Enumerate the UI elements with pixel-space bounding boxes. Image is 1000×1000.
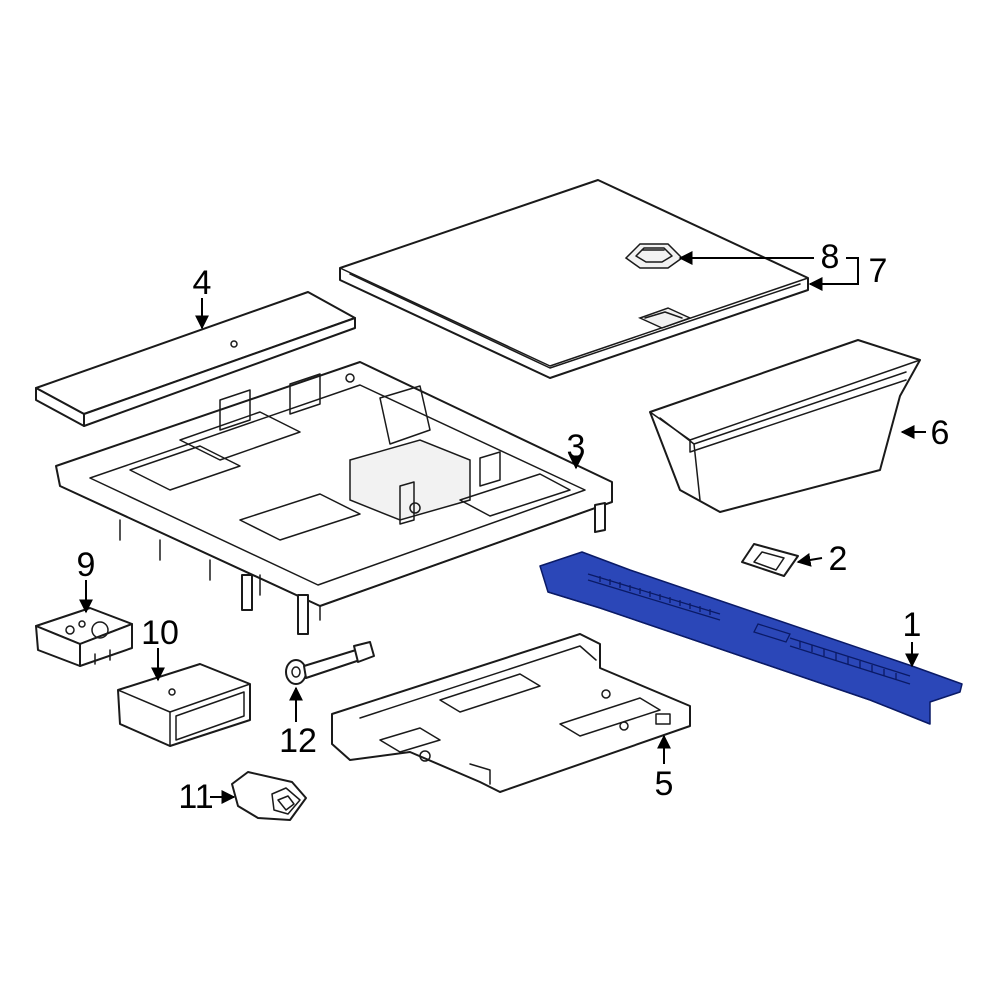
callout-1: 1 [903,606,922,644]
callout-9: 9 [77,546,96,584]
bracket-7 [846,257,859,285]
part-3-storage-tray[interactable] [55,361,613,635]
part-5-floor-bracket[interactable] [331,633,691,793]
callouts: 1 2 3 4 5 6 7 8 9 10 11 12 [77,238,950,816]
leader-lines [79,251,926,804]
callout-6: 6 [931,414,950,452]
part-1-sill-plate[interactable] [539,551,963,725]
part-6-storage-bin[interactable] [649,339,921,513]
callout-12: 12 [279,722,317,760]
callout-5: 5 [655,765,674,803]
callout-7: 7 [869,252,888,290]
leader-2 [796,553,823,567]
part-2-clip[interactable] [741,543,799,577]
part-10-canister[interactable] [117,663,251,747]
callout-4: 4 [193,264,212,302]
part-4-cover-strip[interactable] [35,291,356,427]
part-11-fitting[interactable] [231,771,307,821]
part-7-load-floor-panel[interactable] [339,179,809,379]
callout-10: 10 [141,614,179,652]
part-12-bolt[interactable] [285,641,375,685]
part-9-compressor[interactable] [35,607,133,667]
callout-2: 2 [829,540,848,578]
callout-11: 11 [178,778,213,816]
callout-8: 8 [821,238,840,276]
callout-3: 3 [567,428,586,466]
